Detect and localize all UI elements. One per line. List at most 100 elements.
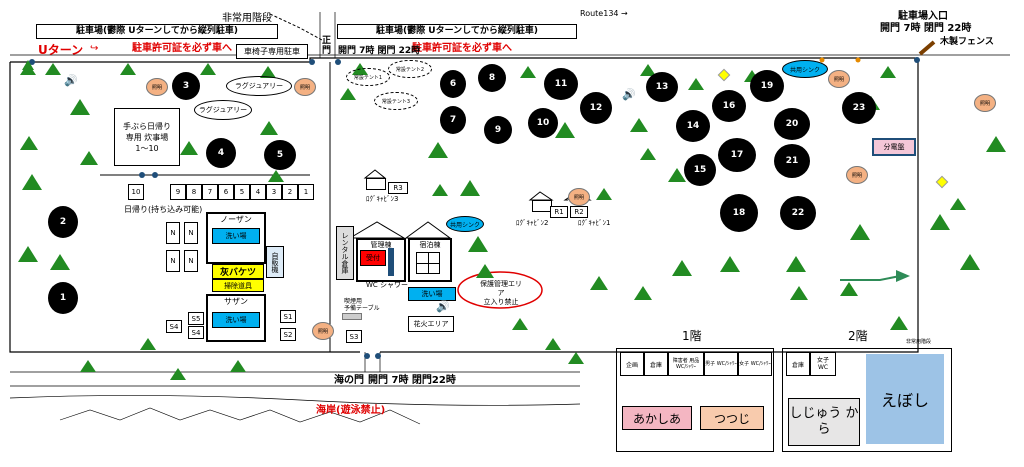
s-spot-5[interactable]: S5: [188, 312, 204, 325]
site-22[interactable]: 22: [780, 196, 816, 230]
tent-1[interactable]: 常設テント1: [346, 68, 390, 86]
site-11[interactable]: 11: [544, 68, 578, 100]
day-spot-4[interactable]: 4: [250, 184, 266, 200]
u-turn-label: Uターン: [38, 43, 84, 57]
floor1-cell-planning[interactable]: 企画: [620, 352, 644, 376]
parking-sign-left: 駐車場(鬱際 Uターンしてから縦列駐車): [36, 24, 278, 39]
site-7[interactable]: 7: [440, 106, 466, 134]
site-2[interactable]: 2: [48, 206, 78, 238]
emergency-stairs-label: 非常用階段: [222, 13, 272, 24]
day-spot-6[interactable]: 6: [218, 184, 234, 200]
site-5[interactable]: 5: [264, 140, 296, 170]
wheelchair-parking-sign: 車椅子専用駐車: [236, 44, 308, 59]
site-4[interactable]: 4: [206, 138, 236, 168]
day-spot-5[interactable]: 5: [234, 184, 250, 200]
day-spot-7[interactable]: 7: [202, 184, 218, 200]
tent-3[interactable]: 常設テント3: [374, 92, 418, 110]
site-23[interactable]: 23: [842, 92, 876, 124]
site-19[interactable]: 19: [750, 70, 784, 102]
site-9[interactable]: 9: [484, 116, 512, 144]
lamp-marker: 照明: [828, 70, 850, 88]
reception-desk[interactable]: 受付: [360, 250, 386, 266]
n-spot[interactable]: N: [166, 222, 180, 244]
s-spot-1[interactable]: S1: [280, 310, 296, 323]
room-eboshi[interactable]: えぼし: [866, 354, 944, 444]
room-r2[interactable]: R2: [570, 206, 588, 218]
s-spot-3[interactable]: S3: [346, 330, 362, 343]
lamp-marker: 照明: [568, 188, 590, 206]
route-label: Route134 →: [580, 9, 628, 18]
day-spot-8[interactable]: 8: [186, 184, 202, 200]
day-spot-10[interactable]: 10: [128, 184, 144, 200]
permit-label-center: 駐車許可証を必ず車へ: [412, 43, 512, 54]
ash-bucket[interactable]: 灰バケツ: [212, 264, 264, 279]
tent-2[interactable]: 常設テント2: [388, 60, 432, 78]
south-washroom[interactable]: 洗い場: [212, 312, 260, 328]
center-washroom[interactable]: 洗い場: [408, 287, 456, 301]
smoking-table[interactable]: 喫煙用予備テーブル: [344, 298, 380, 312]
floor1-cell-female-wc[interactable]: 女子 WC/ｼｬﾜｰ: [738, 352, 772, 376]
permit-label-left: 駐車許可証を必ず車へ: [132, 43, 232, 54]
room-akashia[interactable]: あかしあ: [622, 406, 692, 430]
site-8[interactable]: 8: [478, 64, 506, 92]
site-6[interactable]: 6: [440, 70, 466, 98]
cabin-3[interactable]: [366, 178, 386, 190]
fireworks-area[interactable]: 花火エリア: [408, 316, 454, 332]
rental-storage[interactable]: レンタル倉庫: [336, 226, 354, 280]
site-3[interactable]: 3: [172, 72, 200, 100]
main-gate-label: 正門: [322, 36, 332, 56]
floor2-title: 2階: [848, 329, 868, 343]
site-20[interactable]: 20: [774, 108, 810, 140]
power-panel[interactable]: 分電盤: [872, 138, 916, 156]
site-21[interactable]: 21: [774, 144, 810, 178]
room-shijukara[interactable]: しじゅう から: [788, 398, 860, 446]
luxury-lodge-small[interactable]: ラグジュアリー: [194, 100, 252, 120]
day-spot-2[interactable]: 2: [282, 184, 298, 200]
s-spot-4[interactable]: S4: [166, 320, 182, 333]
u-turn-arrow-icon: ↪: [90, 43, 99, 54]
floor2-cell-storage[interactable]: 倉庫: [786, 352, 810, 376]
day-spot-3[interactable]: 3: [266, 184, 282, 200]
day-spot-1[interactable]: 1: [298, 184, 314, 200]
entrance-title: 駐車場入口: [898, 11, 948, 22]
floor2-cell-female-wc[interactable]: 女子 WC: [810, 352, 836, 376]
n-spot[interactable]: N: [166, 250, 180, 272]
day-spot-9[interactable]: 9: [170, 184, 186, 200]
sink-center[interactable]: 共用シンク: [446, 216, 484, 232]
s-spot-4-b[interactable]: S4: [188, 326, 204, 339]
site-14[interactable]: 14: [676, 110, 710, 142]
site-1[interactable]: 1: [48, 282, 78, 314]
luxury-lodge-large[interactable]: ラグジュアリー: [226, 76, 292, 96]
site-18[interactable]: 18: [720, 194, 758, 232]
wooden-fence-label: 木製フェンス: [940, 37, 994, 47]
site-15[interactable]: 15: [684, 154, 716, 186]
cleaning-tools[interactable]: 掃除道具: [212, 279, 264, 292]
site-13[interactable]: 13: [646, 72, 678, 102]
n-spot[interactable]: N: [184, 250, 198, 272]
cabin-2[interactable]: [532, 200, 552, 212]
sink-right[interactable]: 共用シンク: [782, 60, 828, 78]
floor1-cell-accessible-wc[interactable]: 障害者 用品 WC/ｼｬﾜｰ: [668, 352, 704, 376]
lamp-marker: 照明: [974, 94, 996, 112]
site-12[interactable]: 12: [580, 92, 612, 124]
s-spot-2[interactable]: S2: [280, 328, 296, 341]
sea-gate-hours: 開門 7時 閉門22時: [368, 375, 456, 386]
cabin-1-label: ﾛｸﾞｷｬﾋﾞﾝ1: [578, 219, 611, 227]
floor1-cell-storage[interactable]: 倉庫: [644, 352, 668, 376]
north-washroom[interactable]: 洗い場: [212, 228, 260, 244]
floor2-plan: [782, 348, 952, 452]
sea-gate-label: 海の門: [334, 375, 364, 386]
speaker-icon: 🔊: [64, 74, 78, 87]
site-16[interactable]: 16: [712, 90, 746, 122]
n-spot[interactable]: N: [184, 222, 198, 244]
vending-machine[interactable]: 自販機: [266, 246, 284, 278]
room-r1[interactable]: R1: [550, 206, 568, 218]
floor1-plan: [616, 348, 774, 452]
site-17[interactable]: 17: [718, 138, 756, 172]
room-r3[interactable]: R3: [388, 182, 408, 194]
site-10[interactable]: 10: [528, 108, 558, 138]
floor1-cell-male-wc[interactable]: 男子 WC/ｼｬﾜｰ: [704, 352, 738, 376]
entrance-hours: 開門 7時 閉門 22時: [880, 23, 972, 34]
room-tsutsuji[interactable]: つつじ: [700, 406, 764, 430]
